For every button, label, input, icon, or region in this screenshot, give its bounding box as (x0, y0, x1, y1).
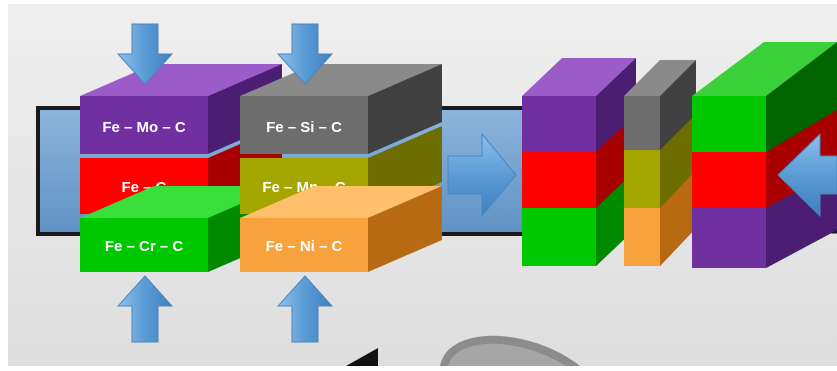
down-arrow-icon (276, 23, 334, 85)
right-arrow-icon (447, 132, 517, 218)
block-label-fe-ni-c: Fe – Ni – C (266, 238, 343, 255)
block-label-fe-si-c: Fe – Si – C (266, 119, 342, 136)
block-fe-ni-c: Fe – Ni – C (240, 186, 442, 272)
down-arrow-icon (116, 23, 174, 85)
bottom-pointer-shape (346, 348, 378, 366)
left-arrow-icon (777, 132, 837, 218)
block-label-fe-cr-c: Fe – Cr – C (105, 238, 184, 255)
up-arrow-icon (116, 275, 174, 343)
bottom-cylinder-shape (440, 335, 580, 366)
up-arrow-icon (276, 275, 334, 343)
composite-block-b (624, 60, 696, 266)
block-label-fe-mo-c: Fe – Mo – C (102, 119, 186, 136)
composite-block-a (522, 58, 636, 266)
block-fe-si-c: Fe – Si – C (240, 64, 442, 154)
